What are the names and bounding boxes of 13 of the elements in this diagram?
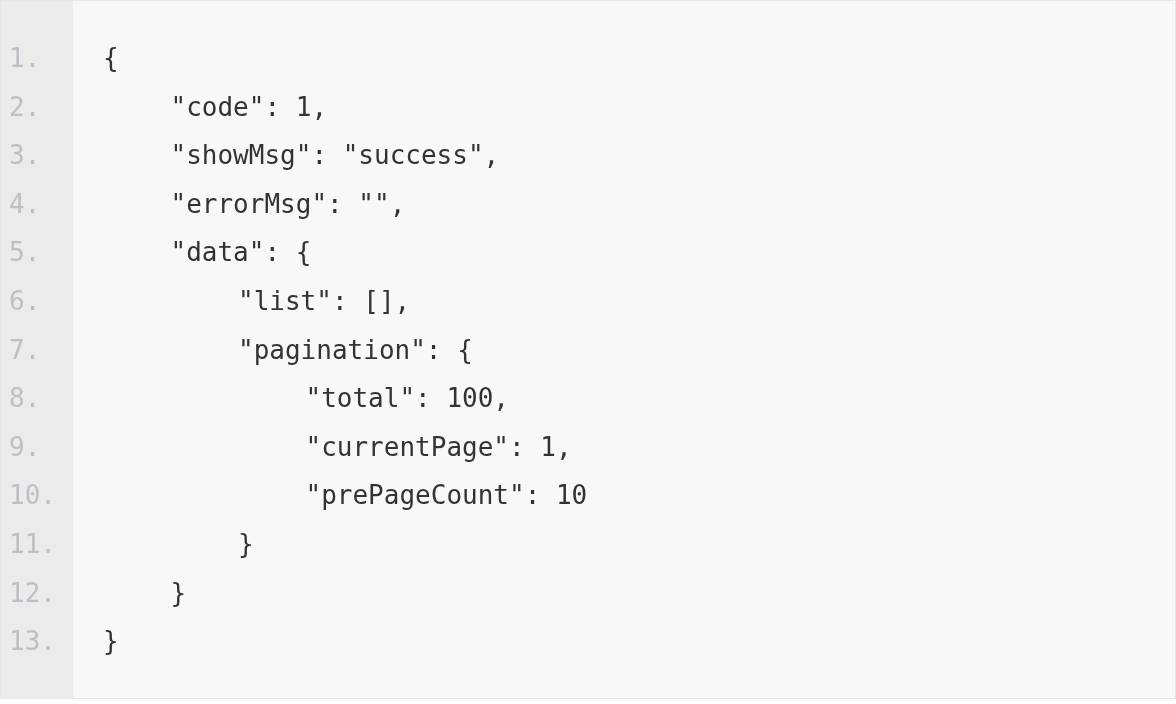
code-line: "list": [], (238, 285, 411, 317)
code-line: } (238, 528, 254, 560)
code-line: "showMsg": "success", (170, 139, 500, 172)
code-line: "currentPage": 1, (305, 430, 572, 463)
code-line: "data": { (170, 236, 312, 269)
code-line: "total": 100, (305, 382, 509, 415)
code-line: "prePageCount": 10 (305, 479, 588, 512)
code-line: "errorMsg": "", (170, 187, 406, 220)
code-line: { (103, 42, 119, 74)
code-line: } (103, 625, 119, 658)
code-line: "pagination": { (238, 333, 473, 366)
code-line: } (170, 576, 187, 609)
code-line: "code": 1, (170, 90, 328, 123)
